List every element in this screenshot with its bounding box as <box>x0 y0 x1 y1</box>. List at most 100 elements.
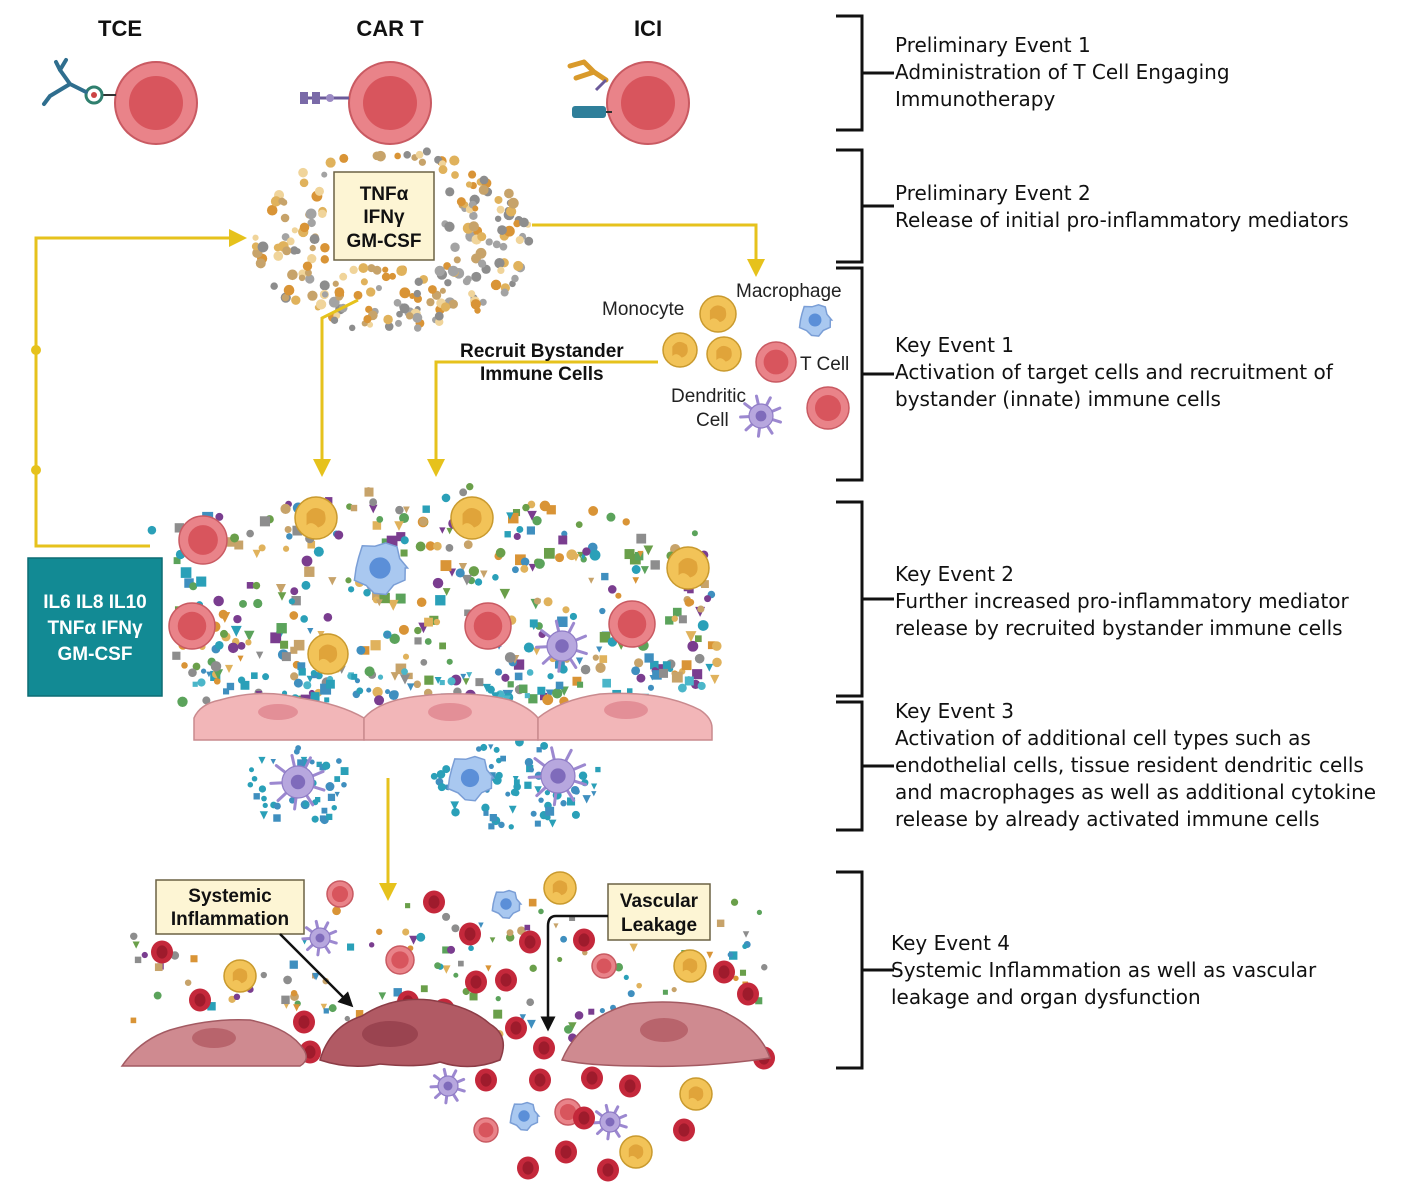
cytokine-particle <box>449 155 460 166</box>
cytokine-particle <box>497 225 507 235</box>
cytokine-particle <box>390 672 400 681</box>
red-blood-cell <box>151 940 173 964</box>
cytokine-particle <box>432 577 444 589</box>
cytokine-particle <box>331 804 337 811</box>
event-description-line: bystander (innate) immune cells <box>895 387 1221 411</box>
cytokine-particle <box>374 695 385 706</box>
cytokine-particle <box>224 664 234 673</box>
cytokine-particle <box>400 536 409 545</box>
cytokine-particle <box>396 532 406 542</box>
cytokine-particle <box>130 1017 137 1024</box>
feedback-loop-arrow <box>31 229 247 548</box>
cytokine-particle <box>246 529 254 538</box>
cytokine-particle <box>280 213 290 223</box>
cytokine-particle <box>206 671 212 678</box>
cytokine-particle <box>327 793 336 801</box>
cytokine-particle <box>292 525 303 536</box>
cytokine-particle <box>382 266 389 273</box>
cytokine-particle <box>499 242 508 251</box>
therapy-label-ici: ICI <box>634 16 662 41</box>
cytokine-particle <box>383 314 393 325</box>
t-cell <box>464 602 512 650</box>
cytokine-particle <box>755 997 763 1005</box>
cytokine-particle <box>226 682 235 691</box>
cytokine-particle <box>650 660 659 670</box>
cytokine-particle <box>281 652 291 662</box>
cytokine-particle <box>756 909 763 915</box>
cytokine-particle <box>320 683 332 695</box>
cytokine-particle <box>520 557 530 567</box>
t-cell <box>806 386 850 430</box>
cytokine-particle <box>349 265 358 275</box>
cytokine-particle <box>336 758 342 764</box>
cytokine-particle <box>506 512 514 520</box>
cytokine-particle <box>383 631 391 638</box>
cytokine-particle <box>192 662 201 671</box>
cytokine-particle <box>447 945 456 954</box>
cytokine-particle <box>416 932 426 942</box>
event-bracket <box>836 700 894 832</box>
cytokine-particle <box>434 265 446 277</box>
event-brackets <box>836 14 894 1070</box>
cytokine-particle <box>280 640 289 649</box>
event-description-line: release by already activated immune cell… <box>895 807 1320 831</box>
red-blood-cell <box>475 1068 497 1092</box>
cytokine-particle <box>289 611 299 620</box>
cytokine-particle <box>418 158 427 166</box>
cytokine-particle <box>574 1011 584 1020</box>
cytokine-particle <box>399 287 411 299</box>
cytokine-particle <box>141 951 148 959</box>
cytokine-particle <box>687 598 695 606</box>
cytokine-particle <box>344 1015 350 1022</box>
cytokine-particle <box>420 985 428 993</box>
teal-line-1: IL6 IL8 IL10 <box>43 592 146 613</box>
cytokine-particle <box>259 516 270 527</box>
cytokine-particle <box>442 946 450 954</box>
cytokine-particle <box>372 591 381 601</box>
cytokine-particle <box>255 651 264 659</box>
cytokine-particle <box>244 630 255 642</box>
cytokine-particle <box>429 615 439 625</box>
cytokine-particle <box>528 694 538 704</box>
cytokine-particle <box>501 673 510 682</box>
red-blood-cell <box>505 1016 527 1040</box>
cytokine-particle <box>439 642 447 650</box>
cytokine-particle <box>180 567 192 578</box>
event-title: Preliminary Event 2 <box>895 181 1091 205</box>
cytokine-particle <box>399 303 410 314</box>
cytokine-particle <box>433 541 442 551</box>
cytokine-particle <box>468 290 476 298</box>
cytokine-particle <box>697 605 705 613</box>
cytokine-particle <box>529 619 538 628</box>
cytokine-particle <box>396 265 407 277</box>
cytokine-particle <box>506 206 517 217</box>
cytokine-particle <box>577 681 584 688</box>
cytokine-particle <box>332 906 341 916</box>
cytokine-particle <box>504 652 516 663</box>
cytokine-particle <box>304 566 315 577</box>
cytokine-particle <box>475 746 482 752</box>
cytokine-particle <box>348 586 355 593</box>
cytokine-particle <box>253 793 260 800</box>
cytokine-particle <box>640 566 649 575</box>
cytokine-particle <box>402 928 410 936</box>
cytokine-particle <box>364 666 375 677</box>
cytokine-particle <box>483 810 489 816</box>
cytokine-particle <box>405 312 414 320</box>
cytokine-particle <box>290 646 298 654</box>
monocyte <box>294 496 338 540</box>
cytokine-particle <box>414 637 422 645</box>
cytokine-particle <box>177 696 188 707</box>
cytokine-particle <box>553 923 559 929</box>
event-title: Preliminary Event 1 <box>895 33 1091 57</box>
cytokine-particle <box>629 943 638 952</box>
cytokine-particle <box>464 275 472 283</box>
cytokine-particle <box>440 560 452 572</box>
immune-cells <box>151 295 850 1182</box>
cytokine-particle <box>305 274 315 284</box>
cytokine-particle <box>572 553 580 562</box>
cytokine-particle <box>369 498 378 507</box>
t-cell <box>608 600 656 648</box>
cytokine-particle <box>288 598 296 605</box>
cytokine-particle <box>601 572 609 581</box>
